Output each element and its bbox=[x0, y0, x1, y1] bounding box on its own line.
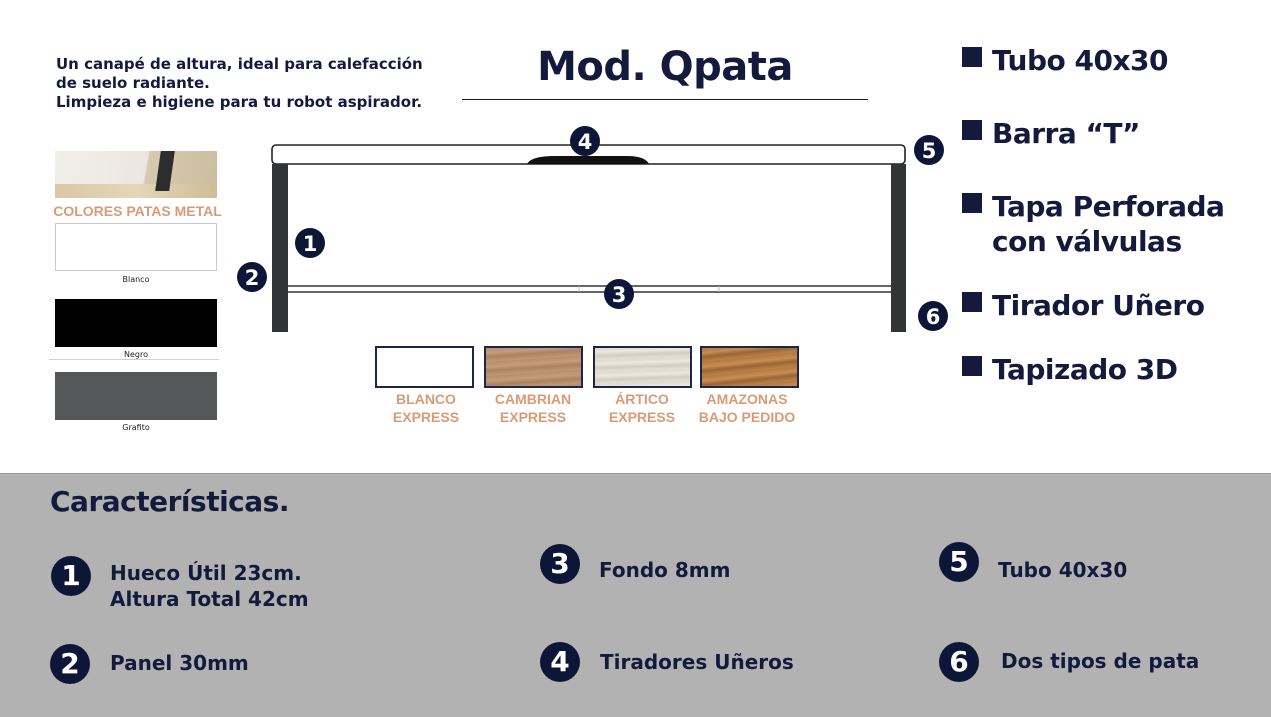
legend-item-tapa: Tapa Perforada bbox=[962, 189, 1225, 225]
intro-line-1: Un canapé de altura, ideal para calefacc… bbox=[56, 55, 423, 73]
finish-swatch-cambrian[interactable] bbox=[484, 346, 583, 388]
finish-label-line: EXPRESS bbox=[608, 409, 676, 425]
marker-1-label: 1 bbox=[303, 232, 318, 256]
marker-5: 5 bbox=[914, 135, 944, 165]
finish-swatch-blanco[interactable] bbox=[375, 346, 474, 388]
leg-photo bbox=[55, 151, 217, 198]
lid-handle-shape bbox=[527, 156, 649, 164]
feature-text-1: Hueco Útil 23cm. Altura Total 42cm bbox=[110, 560, 309, 612]
finish-label-line: BLANCO bbox=[396, 391, 456, 407]
marker-3: 3 bbox=[604, 279, 634, 309]
marker-6-label: 6 bbox=[926, 305, 941, 329]
legend-text: Tirador Uñero bbox=[992, 289, 1205, 322]
feature-number-3: 3 bbox=[540, 544, 580, 584]
finish-label-amazonas: AMAZONAS BAJO PEDIDO bbox=[690, 390, 804, 426]
marker-4: 4 bbox=[570, 126, 600, 156]
marker-6: 6 bbox=[918, 301, 948, 331]
legend-square-icon bbox=[962, 193, 982, 213]
finish-label-line: ÁRTICO bbox=[615, 391, 669, 407]
feature-number-4: 4 bbox=[540, 642, 580, 682]
marker-5-label: 5 bbox=[922, 139, 937, 163]
marker-2: 2 bbox=[237, 262, 267, 292]
feature-number-1: 1 bbox=[51, 556, 91, 596]
bed-base-drawing: 4 5 1 2 3 6 bbox=[237, 126, 948, 332]
leg-caption-blanco: Blanco bbox=[122, 275, 150, 284]
feature-text-6: Dos tipos de pata bbox=[1001, 649, 1200, 673]
finish-label-line: BAJO PEDIDO bbox=[698, 409, 796, 425]
finish-swatch-amazonas[interactable] bbox=[700, 346, 799, 388]
finish-label-line: CAMBRIAN bbox=[494, 391, 572, 407]
marker-2-label: 2 bbox=[245, 266, 260, 290]
legend-square-icon bbox=[962, 356, 982, 376]
right-leg bbox=[891, 164, 906, 332]
finish-label-line: EXPRESS bbox=[499, 409, 567, 425]
divider bbox=[49, 359, 219, 360]
leg-caption-negro: Negro bbox=[124, 350, 148, 359]
leg-swatch-grafito[interactable] bbox=[55, 372, 217, 420]
leg-swatch-blanco[interactable] bbox=[55, 223, 217, 271]
feature-text-5: Tubo 40x30 bbox=[998, 558, 1128, 582]
finish-swatch-artico[interactable] bbox=[593, 346, 692, 388]
feature-line: Altura Total 42cm bbox=[110, 587, 309, 611]
legend-square-icon bbox=[962, 47, 982, 67]
feature-text-2: Panel 30mm bbox=[110, 651, 249, 675]
finish-label-artico: ÁRTICO EXPRESS bbox=[590, 390, 694, 426]
legend-item-tapa-line2: con válvulas bbox=[992, 225, 1182, 258]
legend-text: Tapizado 3D bbox=[992, 353, 1178, 386]
marker-3-label: 3 bbox=[612, 283, 627, 307]
feature-number-6: 6 bbox=[939, 642, 979, 682]
page-title: Mod. Qpata bbox=[537, 44, 793, 90]
legend-text: Tapa Perforada bbox=[992, 190, 1225, 223]
intro-text: Un canapé de altura, ideal para calefacc… bbox=[56, 55, 456, 112]
leg-caption-grafito: Grafito bbox=[122, 423, 150, 432]
legend-text: Tubo 40x30 bbox=[992, 44, 1168, 77]
legend-item-tapizado: Tapizado 3D bbox=[962, 352, 1178, 388]
leg-colors-title: COLORES PATAS METAL bbox=[53, 203, 222, 219]
features-title: Características. bbox=[50, 485, 289, 518]
features-panel bbox=[0, 473, 1271, 717]
legend-square-icon bbox=[962, 120, 982, 140]
finish-label-line: EXPRESS bbox=[392, 409, 460, 425]
legend-text: Barra “T” bbox=[992, 117, 1140, 150]
marker-4-label: 4 bbox=[578, 130, 593, 154]
left-leg bbox=[272, 164, 288, 332]
feature-number-2: 2 bbox=[50, 644, 90, 684]
finish-label-line: AMAZONAS bbox=[706, 391, 788, 407]
legend-item-barra: Barra “T” bbox=[962, 116, 1140, 152]
marker-1: 1 bbox=[295, 228, 325, 258]
feature-number-5: 5 bbox=[939, 542, 979, 582]
finish-label-blanco: BLANCO EXPRESS bbox=[375, 390, 477, 426]
legend-item-tirador: Tirador Uñero bbox=[962, 288, 1205, 324]
feature-text-3: Fondo 8mm bbox=[599, 558, 731, 582]
intro-line-3: Limpieza e higiene para tu robot aspirad… bbox=[56, 93, 423, 111]
intro-line-2: de suelo radiante. bbox=[56, 74, 210, 92]
finish-label-cambrian: CAMBRIAN EXPRESS bbox=[480, 390, 586, 426]
leg-swatch-negro[interactable] bbox=[55, 299, 217, 347]
legend-item-tubo: Tubo 40x30 bbox=[962, 43, 1168, 79]
title-underline bbox=[462, 99, 868, 100]
feature-line: Hueco Útil 23cm. bbox=[110, 561, 302, 585]
legend-square-icon bbox=[962, 292, 982, 312]
feature-text-4: Tiradores Uñeros bbox=[600, 650, 794, 674]
